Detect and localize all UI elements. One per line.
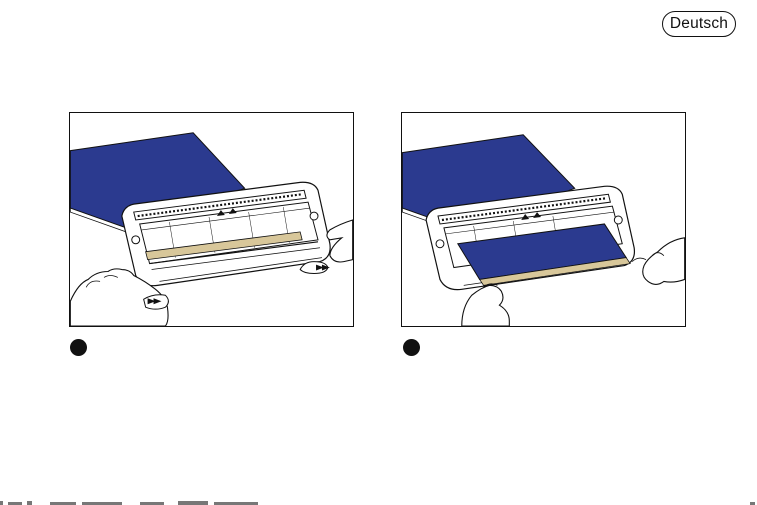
step-2-badge <box>403 339 420 356</box>
bottom-edge-marks <box>0 497 757 505</box>
right-hand <box>643 238 685 285</box>
right-hand <box>327 220 353 262</box>
step-1-badge <box>70 339 87 356</box>
illustration-panel-step-2 <box>401 112 686 327</box>
left-hand <box>462 285 510 326</box>
illustration-panel-step-1 <box>69 112 354 327</box>
language-badge[interactable]: Deutsch <box>662 11 736 37</box>
